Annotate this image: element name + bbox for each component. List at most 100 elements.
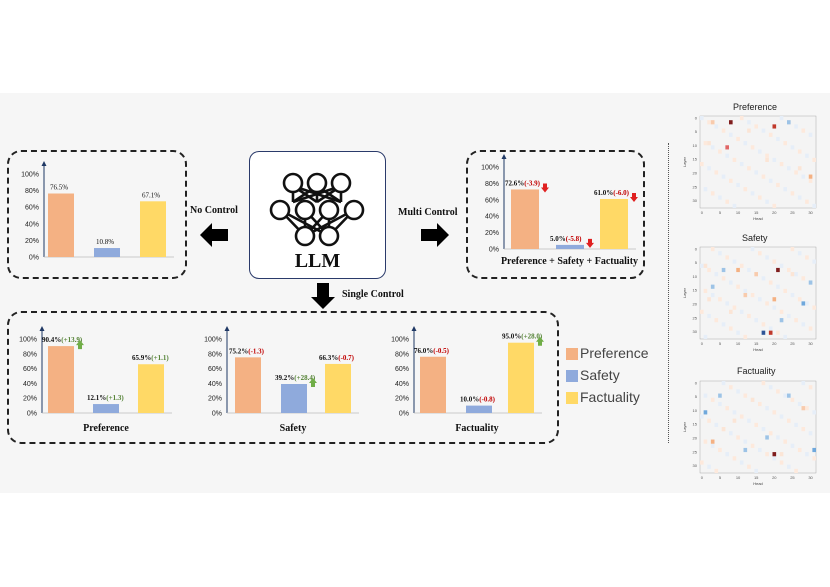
heatmap-cell — [765, 435, 769, 440]
y-tick-label: 100% — [391, 337, 409, 344]
llm-box: LLM — [249, 151, 386, 279]
heatmap-cell — [779, 309, 784, 314]
heatmap-cell — [725, 255, 729, 260]
chart-title: Preference — [83, 423, 129, 434]
heatmap-plot — [699, 246, 817, 340]
bar-preference — [420, 356, 446, 413]
heatmap-cell — [747, 313, 751, 319]
value-label: 75.2%(-1.3) — [229, 347, 265, 355]
heatmap-cell — [761, 322, 766, 327]
heatmap-cell — [787, 120, 791, 125]
y-tick-label: 20% — [25, 238, 39, 245]
heatmap-cell — [808, 280, 813, 285]
heatmap-cell — [703, 187, 708, 192]
heatmap-cell — [754, 468, 758, 473]
heatmap-cell — [739, 414, 744, 419]
heatmap-cell — [750, 191, 755, 196]
heatmap-cell — [765, 301, 769, 306]
chart-title: Safety — [280, 423, 307, 434]
heatmap-cell — [732, 157, 737, 162]
heatmap-cell — [758, 149, 762, 154]
heatmap-cell — [787, 166, 791, 171]
heatmap-cell — [801, 128, 806, 133]
heatmap-cell — [747, 267, 751, 273]
heatmap-cell — [710, 120, 715, 125]
heatmap-cell — [768, 326, 773, 331]
heatmap-cell — [718, 297, 722, 302]
value-label: 5.0%(-5.8) — [550, 235, 582, 243]
delta-text: (-3.9) — [524, 179, 540, 187]
heatmap-cell — [761, 276, 766, 281]
x-tick-label: 25 — [790, 341, 795, 346]
heatmap-cell — [765, 199, 769, 204]
single-preference-chart: 0%20%40%60%80%100%90.4%(+13.9)12.1%(+1.3… — [19, 326, 172, 434]
heatmap-cell — [703, 334, 708, 339]
x-tick-label: 20 — [772, 475, 777, 480]
heatmap-cell — [754, 422, 758, 427]
no-control-chart: 0%20%40%60%80%100%76.5%10.8%67.1% — [21, 161, 174, 262]
y-tick-label: 40% — [485, 214, 499, 221]
heatmap-cell — [768, 330, 773, 335]
heatmap-factuality-title: Factuality — [737, 366, 776, 376]
y-tick-label: 60% — [395, 366, 409, 373]
heatmap-cell — [739, 263, 744, 268]
heatmap-cell — [808, 178, 813, 183]
x-tick-label: 10 — [736, 341, 741, 346]
y-axis-arrow — [41, 161, 47, 166]
y-tick-label: 5 — [695, 129, 698, 134]
delta-text: (+28.0) — [521, 333, 543, 341]
y-tick-label: 30 — [693, 463, 698, 468]
heatmap-cell — [703, 439, 708, 444]
value-label: 67.1% — [142, 191, 160, 199]
legend-safety: Safety — [580, 367, 620, 383]
heatmap-cell — [750, 247, 755, 252]
heatmap-cell — [761, 174, 766, 179]
heatmap-cell — [761, 330, 766, 335]
y-tick-label: 20% — [485, 230, 499, 237]
heatmap-cell — [761, 381, 766, 386]
y-tick-label: 20% — [395, 396, 409, 403]
no-control-frame — [7, 150, 187, 279]
heatmap-cell — [721, 427, 726, 432]
y-tick-label: 0% — [489, 247, 499, 254]
heatmap-cell — [768, 385, 773, 390]
heatmap-cell — [714, 318, 719, 323]
heatmap-cell — [729, 431, 733, 436]
heatmap-cell — [700, 414, 704, 419]
heatmap-cell — [721, 174, 726, 179]
heatmap-cell — [710, 284, 715, 289]
heatmap-cell — [739, 116, 744, 121]
heatmap-cell — [743, 393, 748, 398]
y-tick-label: 0 — [695, 246, 698, 251]
heatmap-cell — [797, 251, 802, 256]
heatmap-cell — [801, 322, 806, 327]
heatmap-cell — [790, 191, 795, 196]
y-tick-label: 100% — [19, 337, 37, 344]
delta-text: (+1.1) — [151, 354, 169, 362]
heatmap-cell — [743, 187, 748, 192]
heatmap-cell — [790, 397, 795, 402]
heatmap-cell — [758, 401, 762, 407]
heatmap-cell — [812, 157, 816, 162]
heatmap-cell — [710, 145, 715, 150]
heatmap-cell — [747, 418, 751, 423]
heatmap-cell — [703, 410, 708, 415]
heatmap-cell — [725, 153, 729, 158]
bar-safety — [466, 405, 492, 413]
delta-text: (+13.9) — [61, 336, 83, 344]
heatmap-cell — [736, 284, 740, 289]
neural-network-icon — [269, 172, 365, 247]
heatmap-cell — [707, 120, 711, 125]
heatmap-cell — [772, 410, 777, 415]
heatmap-cell — [732, 259, 737, 264]
heatmap-cell — [765, 255, 769, 260]
heatmap-cell — [725, 199, 729, 204]
heatmap-cell — [721, 267, 726, 273]
x-tick-label: 20 — [772, 341, 777, 346]
heatmap-cell — [794, 272, 798, 277]
value-label: 10.8% — [96, 238, 114, 246]
value-label: 66.3%(-0.7) — [319, 354, 355, 362]
multi-control-frame — [466, 150, 645, 279]
chart-title: Factuality — [455, 423, 498, 434]
